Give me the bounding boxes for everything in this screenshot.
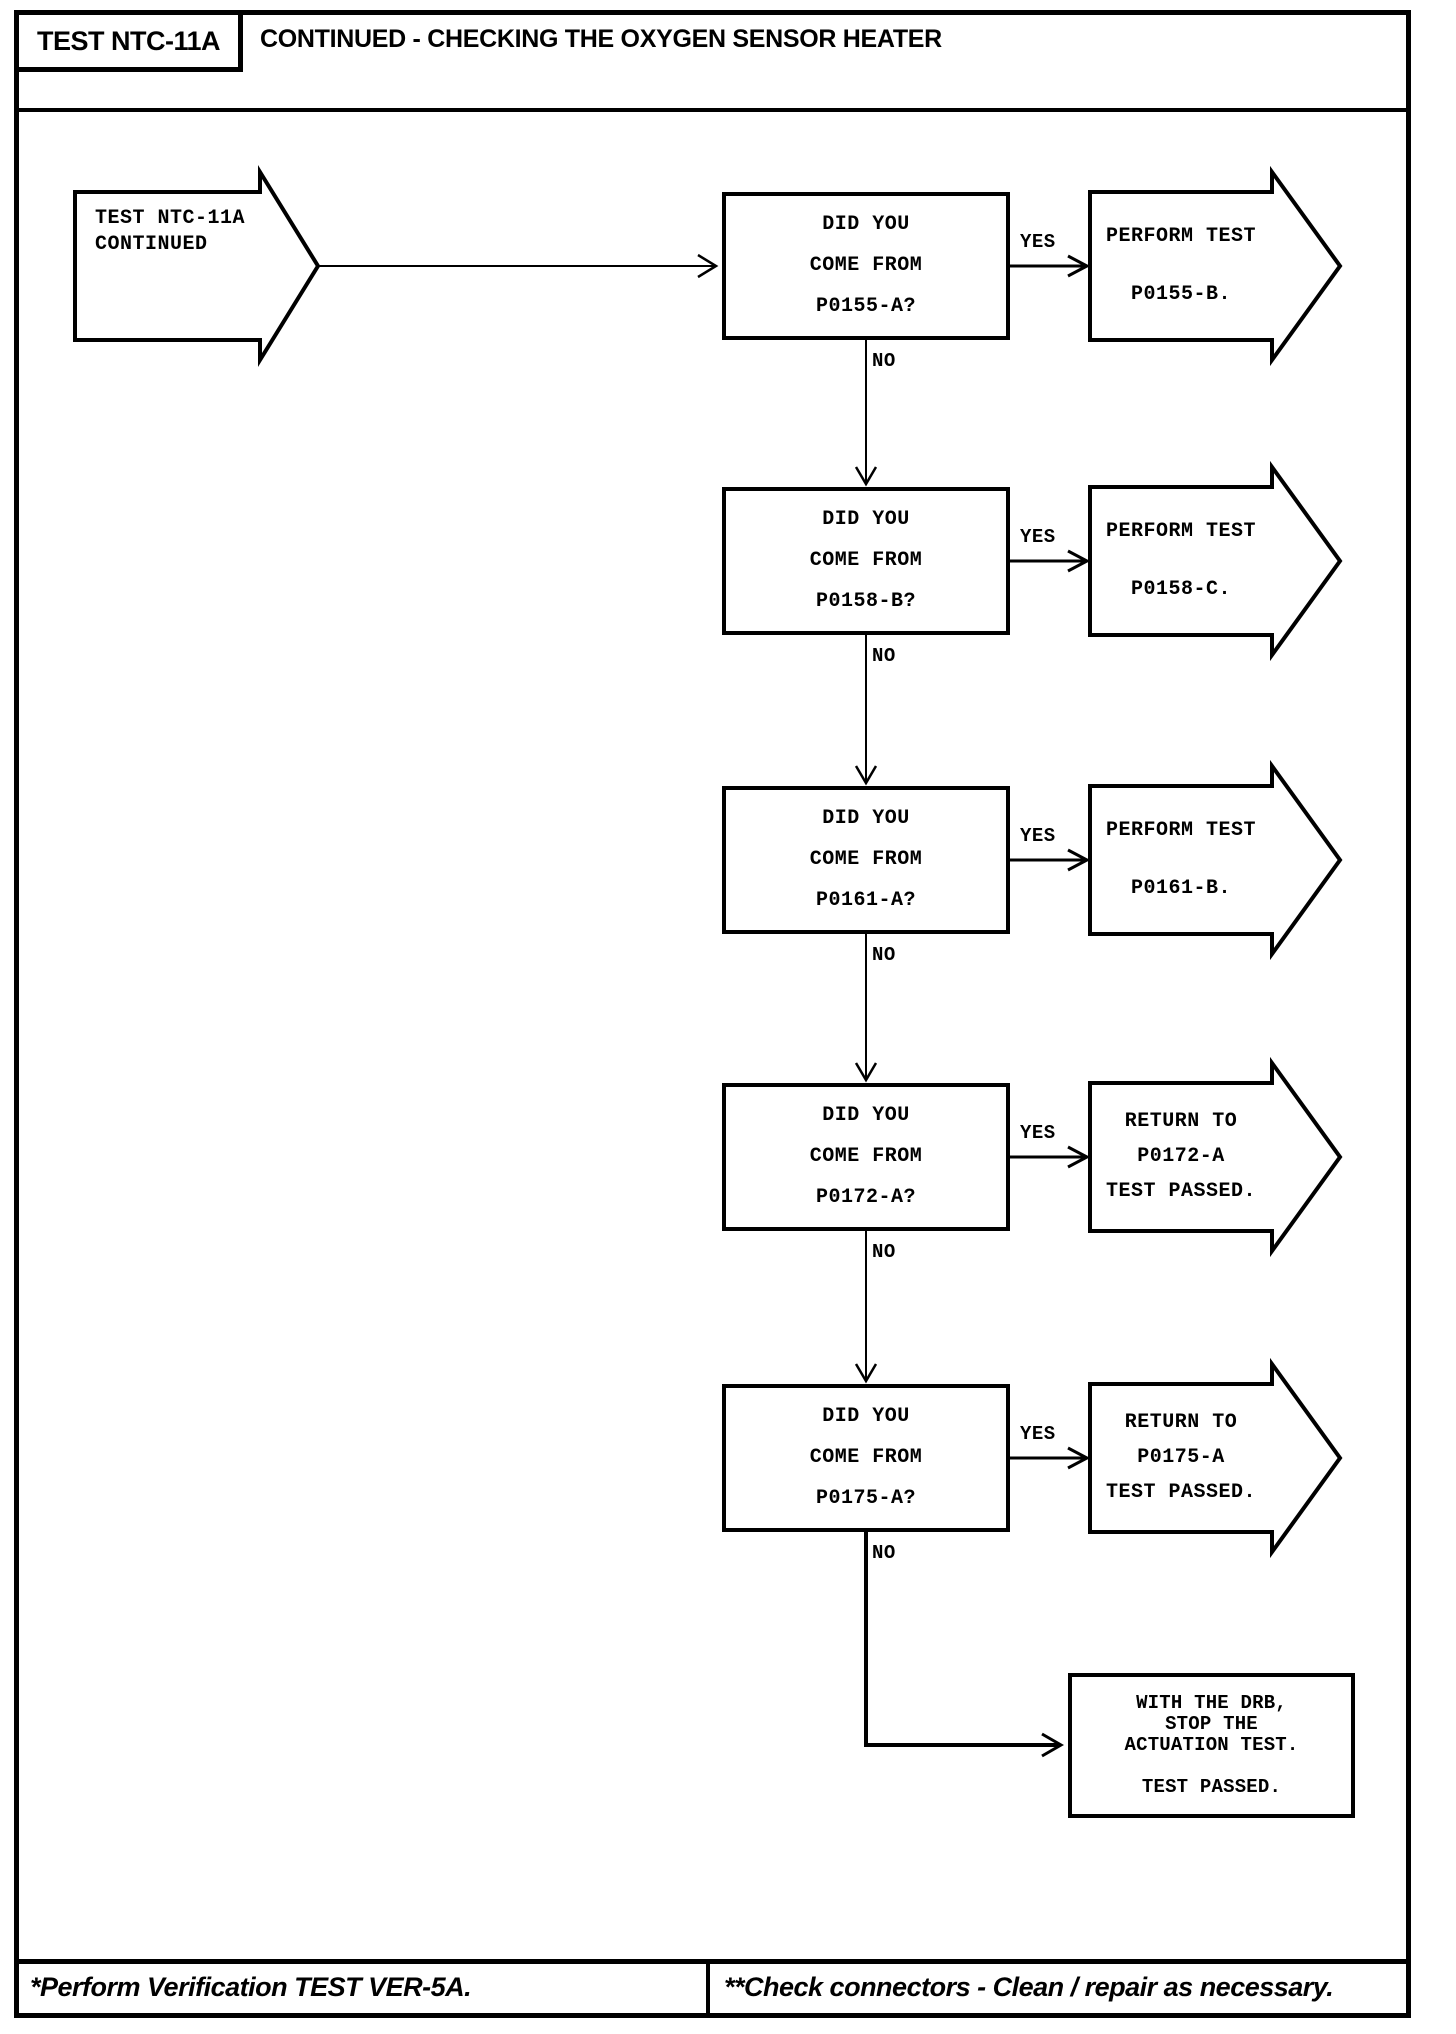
- no-label-5: NO: [872, 1542, 896, 1564]
- question-line: DID YOU: [822, 508, 910, 531]
- question-line: DID YOU: [822, 1405, 910, 1428]
- result-arrow-shape-3: [1088, 759, 1343, 961]
- question-line: DID YOU: [822, 213, 910, 236]
- result-arrow-shape-5: [1088, 1357, 1343, 1559]
- result-line: RETURN TO: [1124, 1110, 1238, 1133]
- footer-note-right: **Check connectors - Clean / repair as n…: [724, 1972, 1334, 2002]
- result-arrow-text-4: RETURN TO P0172-A TEST PASSED.: [1090, 1083, 1272, 1231]
- yes-arrowhead-icon-1: [1067, 254, 1091, 278]
- result-arrow-shape-1: [1088, 165, 1343, 367]
- no-arrowhead-icon-2: [854, 765, 878, 786]
- yes-label-4: YES: [1020, 1122, 1056, 1144]
- yes-label-3: YES: [1020, 825, 1056, 847]
- result-line: P0155-B.: [1130, 283, 1231, 306]
- result-line: RETURN TO: [1124, 1411, 1238, 1434]
- page-title: CONTINUED - CHECKING THE OXYGEN SENSOR H…: [260, 25, 942, 53]
- no-label-1: NO: [872, 350, 896, 372]
- result-line: TEST PASSED.: [1105, 1180, 1257, 1203]
- result-line: P0161-B.: [1130, 877, 1231, 900]
- question-line: P0158-B?: [815, 590, 916, 613]
- start-line-2: CONTINUED: [95, 233, 208, 256]
- result-line: PERFORM TEST: [1105, 819, 1257, 842]
- yes-label-1: YES: [1020, 231, 1056, 253]
- no-arrowhead-icon-5: [1041, 1732, 1064, 1758]
- question-line: P0175-A?: [815, 1487, 916, 1510]
- no-arrowhead-icon-3: [854, 1062, 878, 1083]
- result-arrow-text-3: PERFORM TEST P0161-B.: [1090, 786, 1272, 934]
- result-arrow-text-2: PERFORM TEST P0158-C.: [1090, 487, 1272, 635]
- start-connector-arrowhead-icon: [697, 253, 719, 279]
- yes-arrowhead-icon-2: [1067, 549, 1091, 573]
- no-arrowhead-icon-1: [854, 466, 878, 487]
- no-elbow-line-5: [864, 1532, 1058, 1747]
- page-border: [14, 10, 1411, 2018]
- result-line: TEST PASSED.: [1105, 1481, 1257, 1504]
- yes-arrowhead-icon-3: [1067, 848, 1091, 872]
- terminal-line: ACTUATION TEST.: [1124, 1734, 1299, 1756]
- question-line: COME FROM: [809, 848, 923, 871]
- decision-box-5: DID YOU COME FROM P0175-A?: [722, 1384, 1010, 1532]
- yes-label-5: YES: [1020, 1423, 1056, 1445]
- question-line: P0155-A?: [815, 295, 916, 318]
- result-arrow-shape-4: [1088, 1056, 1343, 1258]
- result-arrow-text-1: PERFORM TEST P0155-B.: [1090, 192, 1272, 340]
- result-line: PERFORM TEST: [1105, 225, 1257, 248]
- no-label-4: NO: [872, 1241, 896, 1263]
- no-arrowhead-icon-4: [854, 1363, 878, 1384]
- no-label-2: NO: [872, 645, 896, 667]
- header-divider: [14, 108, 1411, 112]
- terminal-box: WITH THE DRB, STOP THE ACTUATION TEST. T…: [1068, 1673, 1355, 1818]
- decision-box-3: DID YOU COME FROM P0161-A?: [722, 786, 1010, 934]
- question-line: P0172-A?: [815, 1186, 916, 1209]
- terminal-line: STOP THE: [1165, 1713, 1258, 1735]
- footer-vertical-divider: [706, 1959, 710, 2018]
- test-id-label: TEST NTC-11A: [36, 25, 221, 56]
- test-id-box: TEST NTC-11A: [14, 10, 243, 72]
- decision-box-4: DID YOU COME FROM P0172-A?: [722, 1083, 1010, 1231]
- yes-arrowhead-icon-4: [1067, 1145, 1091, 1169]
- result-arrow-shape-2: [1088, 460, 1343, 662]
- result-line: P0175-A: [1137, 1446, 1225, 1469]
- question-line: COME FROM: [809, 1446, 923, 1469]
- terminal-line: TEST PASSED.: [1141, 1776, 1282, 1798]
- result-line: PERFORM TEST: [1105, 520, 1257, 543]
- yes-arrowhead-icon-5: [1067, 1446, 1091, 1470]
- footer-note-left: *Perform Verification TEST VER-5A.: [30, 1972, 472, 2002]
- footer-divider: [14, 1959, 1411, 1964]
- result-line: P0172-A: [1137, 1145, 1225, 1168]
- question-line: COME FROM: [809, 549, 923, 572]
- question-line: DID YOU: [822, 1104, 910, 1127]
- result-line: P0158-C.: [1130, 578, 1231, 601]
- start-arrow-shape: [73, 164, 321, 368]
- question-line: COME FROM: [809, 1145, 923, 1168]
- question-line: DID YOU: [822, 807, 910, 830]
- decision-box-1: DID YOU COME FROM P0155-A?: [722, 192, 1010, 340]
- no-label-3: NO: [872, 944, 896, 966]
- result-arrow-text-5: RETURN TO P0175-A TEST PASSED.: [1090, 1384, 1272, 1532]
- start-arrow-text: TEST NTC-11A CONTINUED: [95, 206, 245, 258]
- question-line: P0161-A?: [815, 889, 916, 912]
- start-line-1: TEST NTC-11A: [95, 207, 246, 230]
- terminal-line: WITH THE DRB,: [1136, 1692, 1287, 1714]
- question-line: COME FROM: [809, 254, 923, 277]
- yes-label-2: YES: [1020, 526, 1056, 548]
- decision-box-2: DID YOU COME FROM P0158-B?: [722, 487, 1010, 635]
